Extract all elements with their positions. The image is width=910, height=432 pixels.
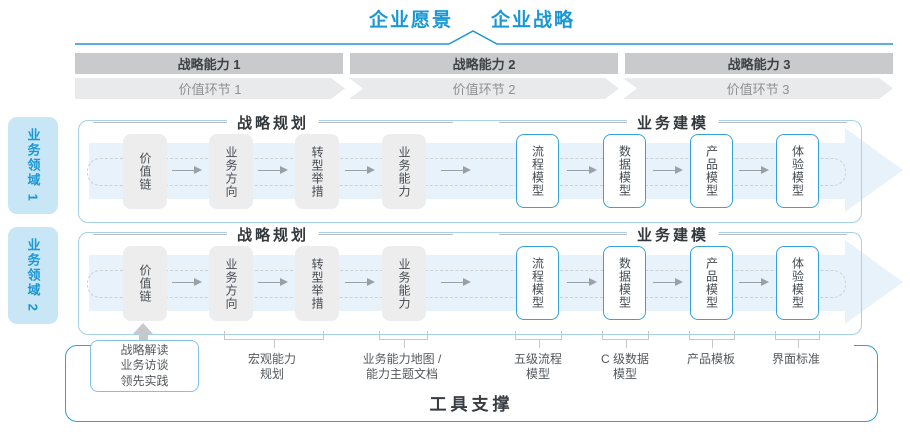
header-line (93, 234, 227, 235)
flow-arrow-icon (739, 166, 769, 174)
level5-process-model-note: 五级流程 模型 (509, 352, 567, 382)
strategic-planning-header: 战略规划 (93, 112, 454, 133)
vision-title: 企业愿景 (368, 10, 453, 31)
tool-border-cover (92, 344, 854, 348)
leading-practice-label: 领先实践 (120, 373, 169, 388)
business-domain-2-label: 业务领域 2 (8, 227, 58, 324)
vision-connector-caret-icon (75, 30, 893, 45)
flow-arrow-icon (258, 166, 288, 174)
flow-arrow-icon (567, 278, 597, 286)
flow-arrow-icon (739, 278, 769, 286)
brace-icon (775, 331, 820, 348)
flow-arrow-icon (653, 166, 683, 174)
strategic-planning-header: 战略规划 (93, 224, 454, 245)
capability-segment-3: 战略能力 3 (625, 53, 893, 74)
business-capability-box: 业务能力 (382, 246, 426, 321)
tool-support-label: 工具支撑 (429, 395, 514, 414)
flow-big-arrow-icon (845, 128, 903, 212)
experience-model-box: 体验模型 (776, 246, 819, 320)
product-template-note: 产品模板 (682, 352, 740, 367)
brace-icon (515, 331, 562, 348)
page-title: 企业愿景 企业战略 (369, 5, 575, 32)
interface-standard-note: 界面标准 (767, 352, 825, 367)
flow-arrow-icon (567, 166, 597, 174)
transformation-initiatives-box: 转型举措 (295, 134, 339, 209)
data-model-box: 数据模型 (603, 134, 646, 208)
flow-arrow-icon (258, 278, 288, 286)
value-segment-2: 价值环节 2 (349, 78, 619, 99)
strategy-title: 企业战略 (491, 10, 576, 31)
header-line (499, 234, 627, 235)
value-chain-box: 价值链 (123, 246, 167, 321)
flow-arrow-icon (441, 278, 471, 286)
product-model-box: 产品模型 (690, 134, 733, 208)
process-model-box: 流程模型 (516, 246, 559, 320)
brace-icon (689, 331, 735, 348)
dashed-flow-outline (87, 158, 846, 186)
flow-arrow-icon (172, 278, 202, 286)
business-domain-2-panel: 价值链 业务方向 转型举措 业务能力 流程模型 数据模型 产品模型 体验模型 战… (78, 224, 862, 335)
header-line (719, 122, 848, 123)
macro-capability-planning-note: 宏观能力 规划 (243, 352, 301, 382)
product-model-box: 产品模型 (690, 246, 733, 320)
flow-arrow-icon (345, 166, 375, 174)
business-modeling-header: 业务建模 (499, 224, 848, 245)
header-line (719, 234, 848, 235)
data-model-box: 数据模型 (603, 246, 646, 320)
capability-segment-1: 战略能力 1 (75, 53, 343, 74)
value-chain-box: 价值链 (123, 134, 167, 209)
value-segment-1: 价值环节 1 (75, 78, 345, 99)
capability-map-note: 业务能力地图 / 能力主题文档 (358, 352, 446, 382)
dashed-flow-outline (87, 270, 846, 298)
strategic-planning-label: 战略规划 (227, 224, 320, 245)
strategy-inputs-box: 战略解读 业务访谈 领先实践 (90, 340, 199, 392)
business-modeling-header: 业务建模 (499, 112, 848, 133)
header-line (93, 122, 227, 123)
brace-icon (224, 331, 324, 348)
value-segment-3: 价值环节 3 (623, 78, 893, 99)
flow-arrow-icon (172, 166, 202, 174)
business-direction-box: 业务方向 (209, 134, 253, 209)
strategic-planning-label: 战略规划 (227, 112, 320, 133)
business-interview-label: 业务访谈 (120, 358, 169, 373)
up-arrow-icon (133, 323, 153, 334)
brace-icon (379, 331, 428, 348)
business-domain-1-panel: 价值链 业务方向 转型举措 业务能力 流程模型 数据模型 产品模型 体验模型 战… (78, 112, 862, 223)
experience-model-box: 体验模型 (776, 134, 819, 208)
header-line (499, 122, 627, 123)
business-capability-box: 业务能力 (382, 134, 426, 209)
business-direction-box: 业务方向 (209, 246, 253, 321)
process-model-box: 流程模型 (516, 134, 559, 208)
flow-arrow-icon (653, 278, 683, 286)
flow-big-arrow-icon (845, 240, 903, 324)
strategy-interpretation-label: 战略解读 (120, 342, 169, 357)
flow-arrow-icon (441, 166, 471, 174)
header-line (319, 122, 454, 123)
brace-icon (602, 331, 649, 348)
business-modeling-label: 业务建模 (627, 224, 720, 245)
business-modeling-label: 业务建模 (627, 112, 720, 133)
capability-segment-2: 战略能力 2 (350, 53, 618, 74)
flow-arrow-icon (345, 278, 375, 286)
c-level-data-model-note: C 级数据 模型 (596, 352, 654, 382)
business-domain-1-label: 业务领域 1 (8, 117, 58, 214)
header-line (319, 234, 454, 235)
transformation-initiatives-box: 转型举措 (295, 246, 339, 321)
